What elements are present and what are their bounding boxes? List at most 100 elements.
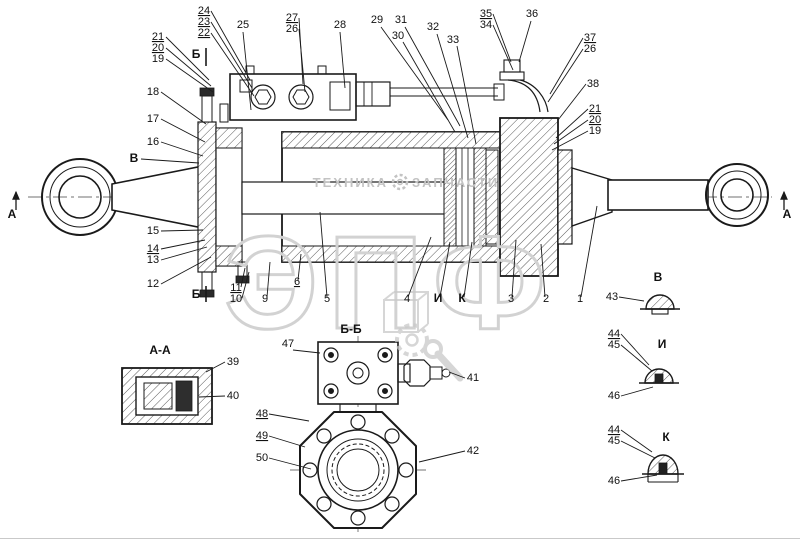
leader-line [407,236,432,298]
leader-line [492,24,514,71]
section-label: А-А [149,343,171,357]
leader-line [241,271,250,299]
callout-label: 28 [334,19,346,31]
bb-top-plate [317,341,451,412]
callout-label: 50 [256,452,268,464]
right-rod [607,179,709,211]
section-label: К [458,291,466,305]
section-label: В [130,151,139,165]
piston-rod-inner [241,181,453,215]
callout-label: 24 [198,5,210,17]
callout-label: 32 [427,21,439,33]
leader-line [160,256,212,285]
leader-line [620,344,653,372]
section-bb-view [290,336,451,534]
callout-label: 29 [371,14,383,26]
leader-line [418,450,466,463]
section-label: Б [192,47,201,61]
leader-line [618,296,645,302]
callout-label: 13 [147,254,159,266]
callout-label: 27 [286,12,298,24]
leader-line [205,361,226,373]
section-label: И [434,291,443,305]
callout-label: 21 [152,31,164,43]
callout-label: 4 [404,293,410,305]
leader-line [297,253,302,281]
callout-label: 39 [227,356,239,368]
section-label: И [658,337,667,351]
leader-line [160,239,206,250]
leader-line [456,45,477,145]
leader-line [436,33,469,139]
leader-line [404,26,461,127]
leader-line [339,31,346,89]
leader-line [165,47,212,87]
leader-line [620,386,654,397]
leader-line [549,37,584,95]
leader-line [518,20,532,63]
section-label: А [8,207,17,221]
watermark-left-text: ТЕХНИКА [313,175,388,190]
leader-line [555,108,589,139]
leader-line [298,28,306,93]
callout-label: 19 [589,125,601,137]
watermark-gear-small-icon [391,173,409,191]
detail-i-view [639,368,679,384]
leader-line [268,457,312,470]
hydraulic-line [355,59,549,113]
leader-line [198,395,226,398]
leader-line [242,31,252,111]
callout-label: 15 [147,225,159,237]
callout-label: 1 [577,293,583,305]
bb-flange [299,411,417,529]
leader-line [160,229,204,232]
section-label: А [783,207,792,221]
callout-label: 34 [480,19,492,31]
watermark-big-text: ЭПФ [224,209,555,356]
callout-label: 46 [608,390,620,402]
main-assembly-view [12,48,788,302]
callout-label: 25 [237,19,249,31]
leader-line [620,429,653,453]
callout-label: 48 [256,408,268,420]
callout-label: 45 [608,339,620,351]
leader-line [160,91,207,125]
leader-line [551,130,589,151]
leader-line [210,10,251,81]
leader-line [210,21,253,89]
leader-line [620,333,650,366]
leader-line [547,48,584,103]
callout-label: 45 [608,435,620,447]
callout-label: 20 [152,42,164,54]
callout-label: 36 [526,8,538,20]
leader-line [268,413,310,422]
callout-label: 20 [589,114,601,126]
leader-line [165,36,210,81]
callout-label: 37 [584,32,596,44]
detail-v-view [640,294,680,315]
watermark-right-text: ЗАПЧАСТИ [412,175,499,190]
callout-label: 2 [543,293,549,305]
leader-line [620,474,658,482]
callout-label: 44 [608,424,620,436]
callout-label: 21 [589,103,601,115]
leader-line [553,119,589,145]
leader-line [540,243,546,298]
callout-label: 16 [147,136,159,148]
leader-line [268,435,306,448]
callout-label: 38 [587,78,599,90]
leader-line [511,239,517,298]
callout-label: 41 [467,372,479,384]
leader-line [439,241,451,298]
callout-label: 26 [286,23,298,35]
valve-block [229,65,357,121]
leader-line [463,241,473,298]
callout-label: 44 [608,328,620,340]
leader-line [266,261,271,298]
leader-line [160,118,206,143]
piston-assembly [443,147,499,247]
callout-label: 5 [324,293,330,305]
callout-label: 47 [282,338,294,350]
callout-label: 12 [147,278,159,290]
